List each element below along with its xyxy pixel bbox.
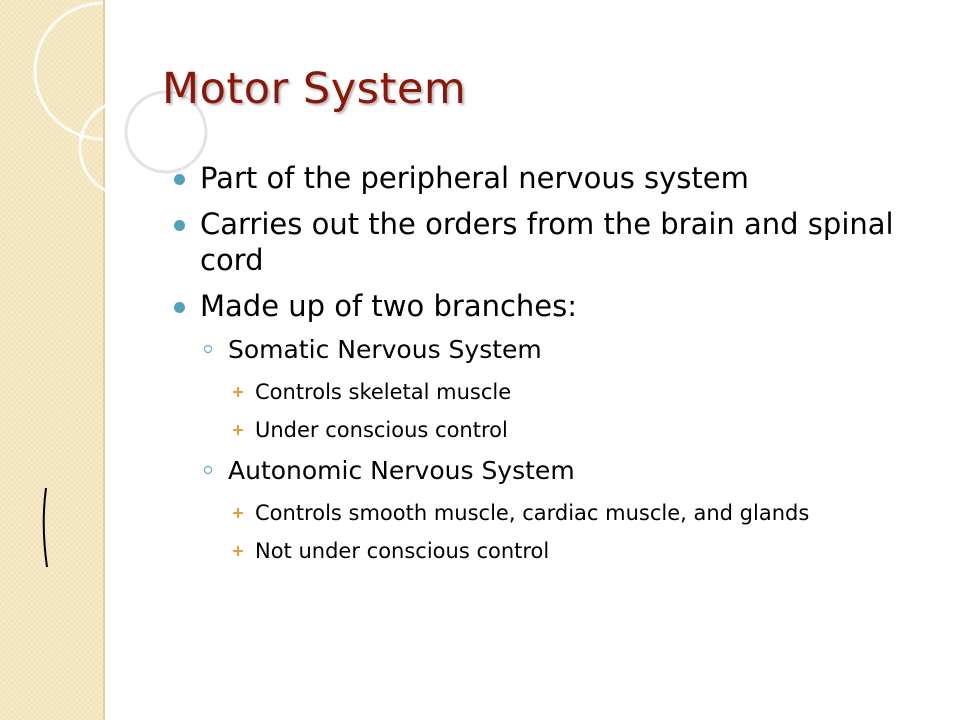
sub-sub-bullet-item: Under conscious control	[233, 417, 940, 443]
bullet-text: Carries out the orders from the brain an…	[200, 207, 894, 277]
sub-sub-bullet-item: Controls smooth muscle, cardiac muscle, …	[233, 500, 940, 526]
sub-bullet-item: Somatic Nervous System	[204, 334, 940, 365]
sub-sub-bullet-item: Controls skeletal muscle	[233, 379, 940, 405]
bullet-item: Made up of two branches:	[174, 288, 940, 324]
sub-sub-bullet-text: Under conscious control	[255, 418, 508, 442]
sub-sub-bullet-item: Not under conscious control	[233, 538, 940, 564]
bullet-text: Part of the peripheral nervous system	[200, 161, 749, 195]
sub-bullet-item: Autonomic Nervous System	[204, 455, 940, 486]
sub-sub-bullet-text: Controls skeletal muscle	[255, 380, 512, 404]
bullet-icon	[174, 174, 185, 185]
cross-bullet-icon	[233, 546, 243, 556]
large-arc	[33, 1, 104, 141]
sub-bullet-text: Somatic Nervous System	[228, 335, 542, 364]
cross-bullet-icon	[233, 387, 243, 397]
sub-sub-bullet-text: Controls smooth muscle, cardiac muscle, …	[255, 501, 810, 525]
small-circle	[124, 90, 208, 174]
bullet-item: Part of the peripheral nervous system	[174, 160, 940, 196]
slide-content: Part of the peripheral nervous system Ca…	[174, 160, 940, 576]
bullet-icon	[174, 302, 185, 313]
ring-bullet-icon	[204, 466, 212, 474]
cross-bullet-icon	[233, 425, 243, 435]
small-arc	[78, 98, 129, 198]
ring-bullet-icon	[204, 345, 212, 353]
slide-title: Motor System	[162, 64, 467, 114]
bullet-text: Made up of two branches:	[200, 289, 578, 323]
decorative-sidebar	[0, 0, 105, 720]
sub-sub-bullet-text: Not under conscious control	[255, 539, 550, 563]
bullet-icon	[174, 220, 185, 231]
sub-bullet-text: Autonomic Nervous System	[228, 456, 575, 485]
cross-bullet-icon	[233, 508, 243, 518]
hand-drawn-line	[42, 487, 48, 568]
bullet-item: Carries out the orders from the brain an…	[174, 206, 940, 278]
